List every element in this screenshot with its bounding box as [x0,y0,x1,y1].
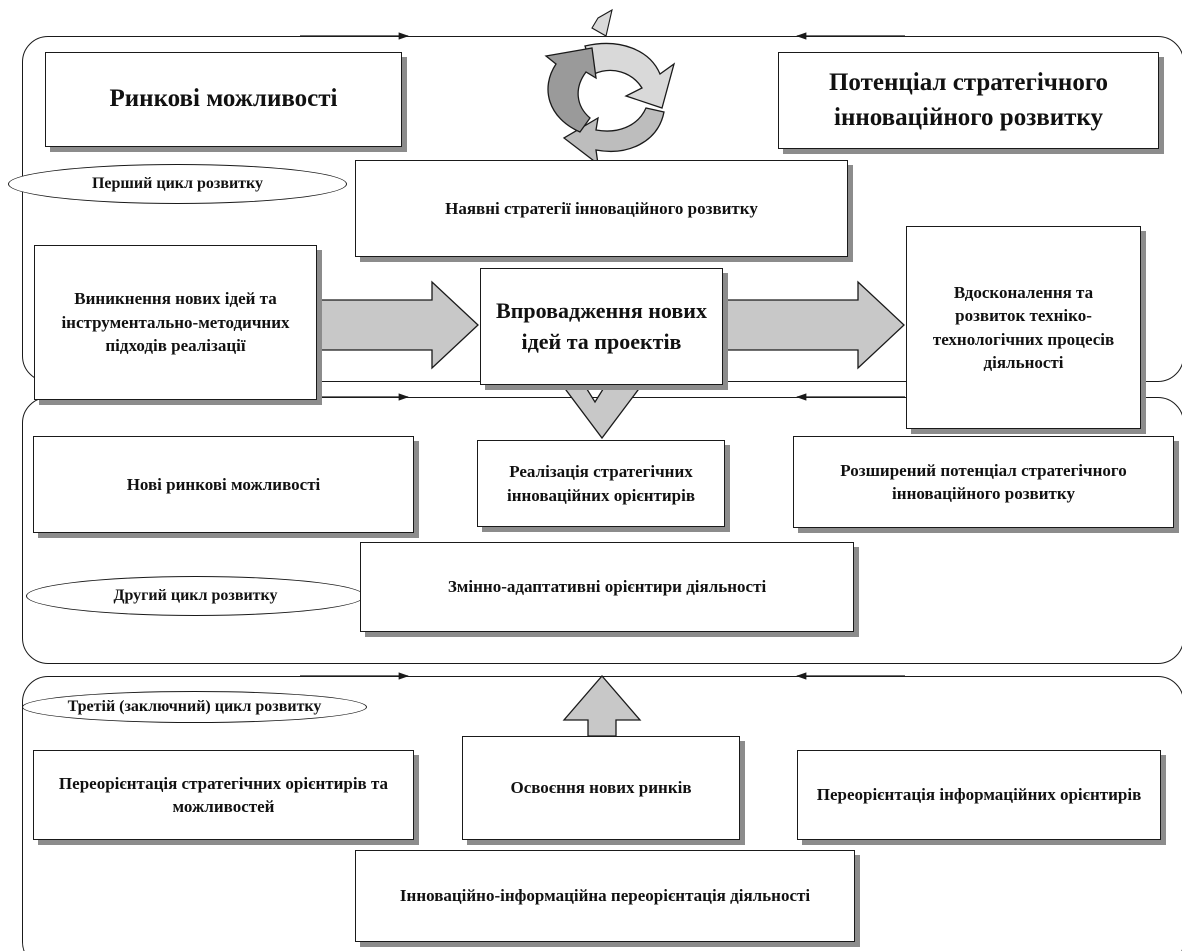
implementation-text: Впровадження нових ідей та проектів [496,298,707,354]
circular-arrows-icon [544,8,676,166]
new-ideas-box: Виникнення нових ідей та інструментально… [34,245,317,400]
second-cycle-label-text: Другий цикл розвитку [113,587,278,604]
new-ideas-text: Виникнення нових ідей та інструментально… [61,289,290,356]
strategic-landmarks-text: Реалізація стратегічних інноваційних орі… [506,462,696,505]
adaptive-landmarks-box: Змінно-адаптативні орієнтири діяльності [360,542,854,632]
expanded-potential-box: Розширений потенціал стратегічного іннов… [793,436,1174,528]
reorientation-strategic-box: Переорієнтація стратегічних орієнтирів т… [33,750,414,840]
market-opportunities-text: Ринкові можливості [109,85,338,113]
new-market-opportunities-text: Нові ринкові можливості [126,474,321,494]
innovation-info-box: Інноваційно-інформаційна переорієнтація … [355,850,855,942]
adaptive-landmarks-text: Змінно-адаптативні орієнтири діяльності [447,577,767,597]
third-cycle-label-text: Третій (заключний) цикл розвитку [67,698,322,715]
improvement-text: Вдосконалення та розвиток техніко-технол… [932,282,1115,372]
expanded-potential-text: Розширений потенціал стратегічного іннов… [840,460,1127,503]
down-arrow-to-strategic-landmarks [561,385,643,440]
new-market-opportunities-box: Нові ринкові можливості [33,436,414,533]
up-arrow-from-new-markets [562,675,642,737]
third-cycle-label: Третій (заключний) цикл розвитку [22,691,367,723]
reorientation-info-text: Переорієнтація інформаційних орієнтирів [816,785,1142,805]
existing-strategies-box: Наявні стратегії інноваційного розвитку [355,160,848,257]
potential-text: Потенціал стратегічного інноваційного ро… [828,69,1109,131]
second-cycle-label: Другий цикл розвитку [26,576,365,616]
reorientation-info-box: Переорієнтація інформаційних орієнтирів [797,750,1161,840]
first-cycle-label-text: Перший цикл розвитку [91,175,264,192]
existing-strategies-text: Наявні стратегії інноваційного розвитку [445,198,758,218]
implementation-box: Впровадження нових ідей та проектів [480,268,723,385]
market-opportunities-box: Ринкові можливості [45,52,402,147]
improvement-box: Вдосконалення та розвиток техніко-технол… [906,226,1141,429]
innovation-info-text: Інноваційно-інформаційна переорієнтація … [399,886,811,906]
reorientation-strategic-text: Переорієнтація стратегічних орієнтирів т… [58,773,389,816]
first-cycle-label: Перший цикл розвитку [8,164,347,204]
block-arrow-to-improvement [723,280,905,370]
potential-box: Потенціал стратегічного інноваційного ро… [778,52,1159,149]
new-markets-box: Освоєння нових ринків [462,736,740,840]
strategic-landmarks-box: Реалізація стратегічних інноваційних орі… [477,440,725,527]
block-arrow-to-implementation [315,280,479,370]
new-markets-text: Освоєння нових ринків [510,778,692,798]
